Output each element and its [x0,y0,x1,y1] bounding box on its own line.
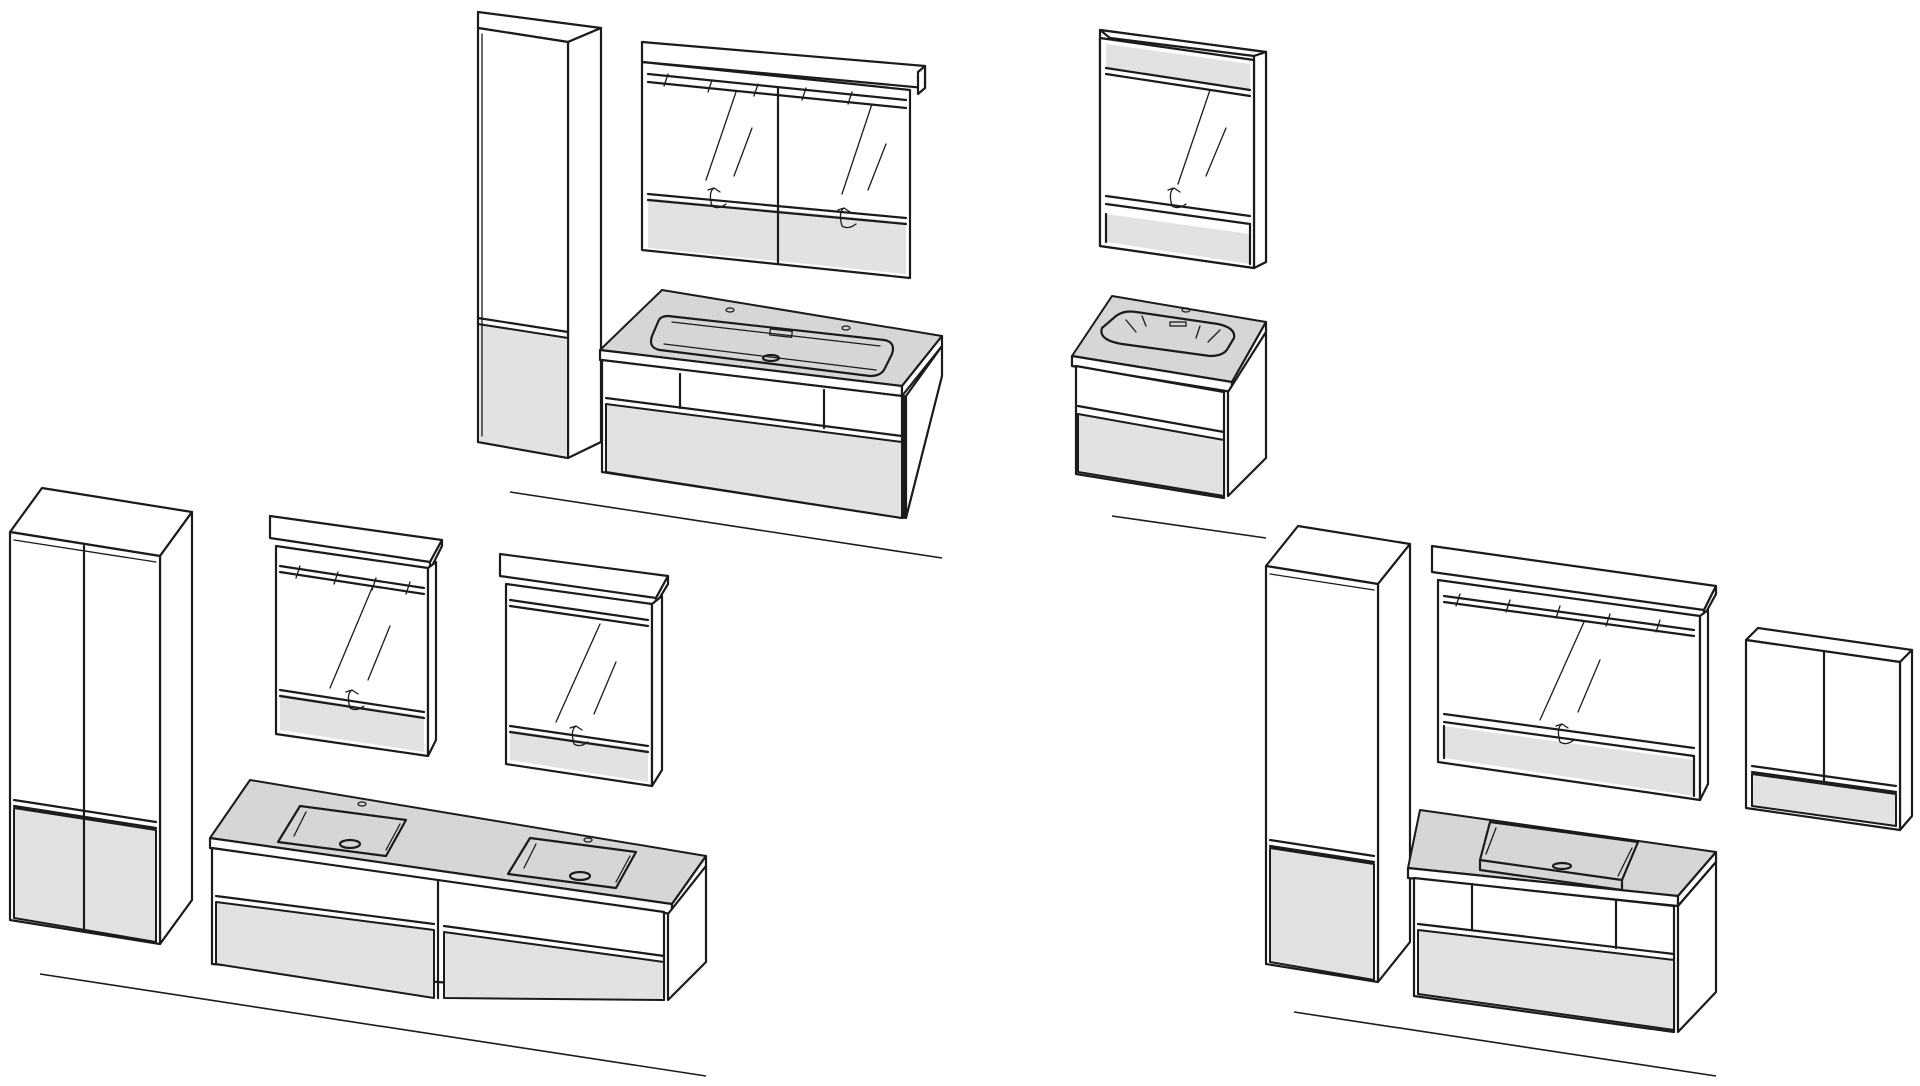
group-top-right [1070,28,1268,539]
tall-cabinet-single-door-right [1264,524,1412,984]
floor-line-top-left [509,491,943,559]
mirror-cabinet-wide-led-open-shelf [1430,544,1718,802]
tall-cabinet-double-door [8,486,194,946]
double-vanity-two-undermount-basins [208,779,708,1002]
group-bottom-left [8,486,708,1077]
floor-line-bottom-right [1293,1011,1717,1077]
vanity-countertop-basin-open-shelf [1406,809,1718,1034]
mirror-cabinet-single-door-open-shelf [1098,28,1268,270]
mirror-cabinet-double-door-led [640,40,927,280]
vanity-compact-integrated-basin [1070,295,1268,500]
group-bottom-right [1264,524,1914,1077]
floor-line-top-right [1111,515,1267,539]
vanity-integrated-basin-drawer [598,289,944,520]
group-top-left [476,10,944,559]
mirror-cabinet-led-small-2 [498,552,670,788]
floor-line-bottom-left [39,973,707,1077]
tall-cabinet-single-door [476,10,603,460]
wall-cabinet-double-door [1744,626,1914,832]
mirror-cabinet-led-small-1 [268,514,444,758]
